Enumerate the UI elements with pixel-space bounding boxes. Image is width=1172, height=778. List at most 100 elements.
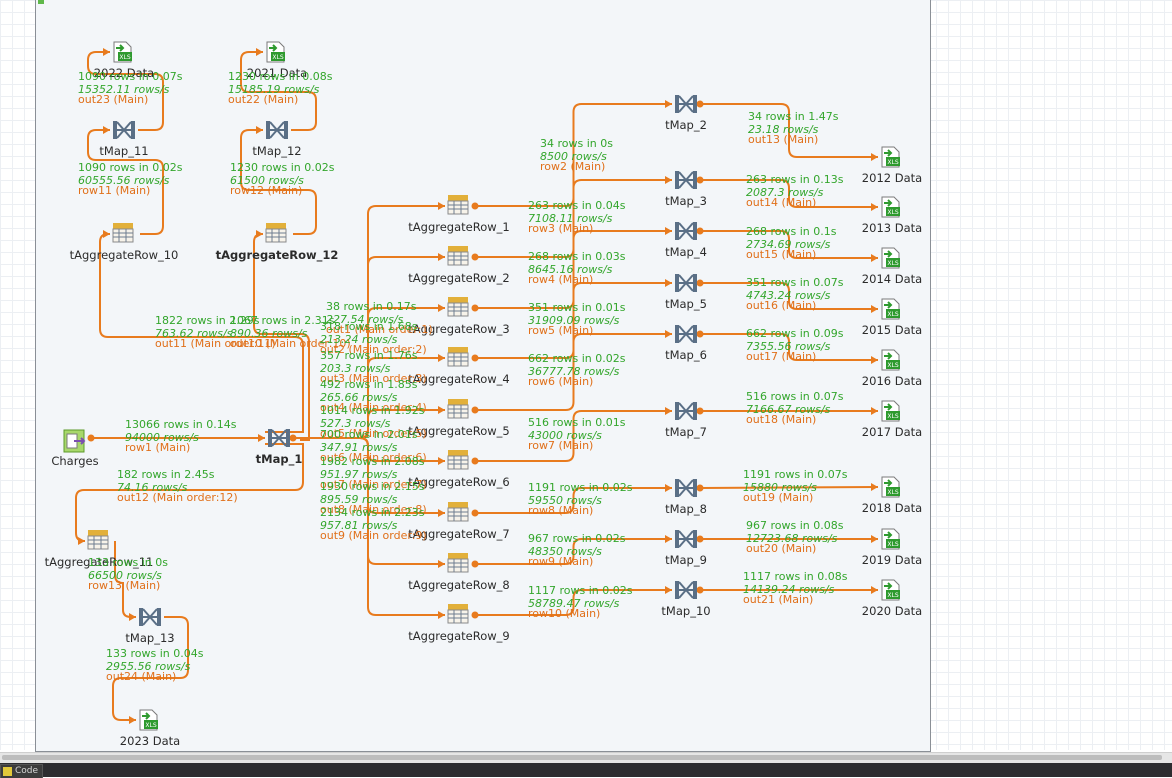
component-out-2020[interactable]: XLS [879, 578, 903, 606]
component-agg-5[interactable] [446, 398, 470, 424]
component-label: tMap_7 [665, 425, 707, 439]
component-agg-9[interactable] [446, 603, 470, 629]
component-agg-11[interactable] [86, 529, 110, 555]
component-out-2019[interactable]: XLS [879, 527, 903, 555]
link-out15[interactable] [700, 230, 878, 259]
flow-out15-label: out15 (Main) [746, 248, 817, 261]
component-out-2017[interactable]: XLS [879, 399, 903, 427]
component-tmap-5[interactable] [673, 271, 699, 299]
component-tmap-13[interactable] [137, 605, 163, 633]
link-out24[interactable] [112, 616, 189, 721]
component-tmap-11[interactable] [111, 118, 137, 146]
component-tmap-7[interactable] [673, 399, 699, 427]
component-out-2015[interactable]: XLS [879, 297, 903, 325]
component-agg-4[interactable] [446, 346, 470, 372]
flow-out10-label: out10 (Main order:10) [230, 337, 351, 350]
link-row6[interactable] [475, 333, 672, 411]
component-out-2016[interactable]: XLS [879, 348, 903, 376]
link-out22[interactable] [240, 51, 317, 131]
component-out-2012[interactable]: XLS [879, 145, 903, 173]
component-agg-6[interactable] [446, 449, 470, 475]
flow-out2-stat: 318 rows in 1.68s [320, 320, 418, 333]
component-charges[interactable] [62, 428, 88, 458]
link-out19[interactable] [699, 486, 879, 489]
flow-row2-label: row2 (Main) [540, 160, 606, 173]
flow-out22-stat: 1230 rows in 0.08s [228, 70, 333, 83]
flow-row12-label: row12 (Main) [230, 184, 303, 197]
link-row8[interactable] [475, 487, 672, 514]
flow-out11-stat: 1822 rows in 2.29s [155, 314, 260, 327]
designer-canvas[interactable] [0, 0, 1172, 752]
component-agg-2[interactable] [446, 245, 470, 271]
link-out16[interactable] [700, 282, 878, 310]
horizontal-scrollbar[interactable] [0, 752, 1172, 763]
component-agg-8[interactable] [446, 552, 470, 578]
component-agg-1[interactable] [446, 194, 470, 220]
tmap-icon [266, 429, 292, 454]
link-row3[interactable] [475, 179, 672, 258]
component-label: 2016 Data [861, 374, 923, 388]
component-label: tMap_11 [99, 144, 149, 158]
link-out9[interactable] [293, 437, 445, 616]
component-tmap-9[interactable] [673, 527, 699, 555]
link-row10[interactable] [475, 589, 672, 616]
link-row12[interactable] [240, 129, 317, 235]
flow-out16-label: out16 (Main) [746, 299, 817, 312]
component-tmap-6[interactable] [673, 322, 699, 350]
excel-output-icon: XLS [879, 247, 903, 274]
component-out-2014[interactable]: XLS [879, 246, 903, 274]
tmap-icon [673, 402, 699, 427]
link-out17[interactable] [700, 333, 878, 361]
component-out-2021[interactable]: XLS [264, 40, 288, 68]
component-label: tAggregateRow_12 [215, 248, 339, 262]
flow-out10-rate: 890.36 rows/s [230, 327, 308, 340]
component-tmap-3[interactable] [673, 168, 699, 196]
subjob-collapse-marker[interactable] [38, 0, 44, 4]
component-out-2013[interactable]: XLS [879, 195, 903, 223]
link-row11[interactable] [87, 129, 164, 235]
svg-text:XLS: XLS [887, 362, 898, 369]
link-row9[interactable] [475, 538, 672, 565]
component-agg-10[interactable] [111, 222, 135, 248]
component-out-2018[interactable]: XLS [879, 475, 903, 503]
link-row13-arrowhead [129, 613, 136, 621]
flow-out17-label: out17 (Main) [746, 350, 817, 363]
scrollbar-thumb[interactable] [2, 755, 1162, 760]
link-out13[interactable] [700, 103, 878, 158]
link-row2[interactable] [475, 103, 672, 207]
link-row8-start-dot [471, 509, 479, 517]
flow-row2-rate: 8500 rows/s [540, 150, 607, 163]
link-out23[interactable] [87, 51, 164, 131]
component-out-2022[interactable]: XLS [111, 40, 135, 68]
component-tmap-1[interactable] [266, 426, 292, 454]
tab-code[interactable]: Code [0, 764, 44, 778]
link-row4[interactable] [475, 230, 672, 309]
excel-output-icon: XLS [264, 41, 288, 68]
component-label: tMap_5 [665, 297, 707, 311]
component-label: 2018 Data [861, 501, 923, 515]
component-agg-12[interactable] [264, 222, 288, 248]
component-out-2023[interactable]: XLS [137, 708, 161, 736]
link-row5[interactable] [475, 282, 672, 359]
component-agg-7[interactable] [446, 501, 470, 527]
component-label: tMap_1 [255, 452, 303, 466]
component-tmap-10[interactable] [673, 578, 699, 606]
link-out20-arrowhead [871, 535, 878, 543]
link-row7-start-dot [471, 457, 479, 465]
link-out21-start-dot [696, 586, 704, 594]
flow-out11-label: out11 (Main order:11) [155, 337, 276, 350]
flow-out3-rate: 203.3 rows/s [320, 362, 391, 375]
component-tmap-12[interactable] [264, 118, 290, 146]
link-out14[interactable] [700, 179, 878, 208]
component-agg-3[interactable] [446, 296, 470, 322]
link-row13[interactable] [114, 541, 136, 618]
component-tmap-2[interactable] [673, 92, 699, 120]
link-row7[interactable] [475, 410, 672, 462]
component-tmap-8[interactable] [673, 476, 699, 504]
link-out11[interactable] [99, 233, 304, 433]
link-row10-start-dot [471, 611, 479, 619]
flow-row3-rate: 7108.11 rows/s [528, 212, 613, 225]
component-label: tAggregateRow_11 [44, 555, 154, 569]
flow-out20-rate: 12723.68 rows/s [746, 532, 838, 545]
component-tmap-4[interactable] [673, 219, 699, 247]
